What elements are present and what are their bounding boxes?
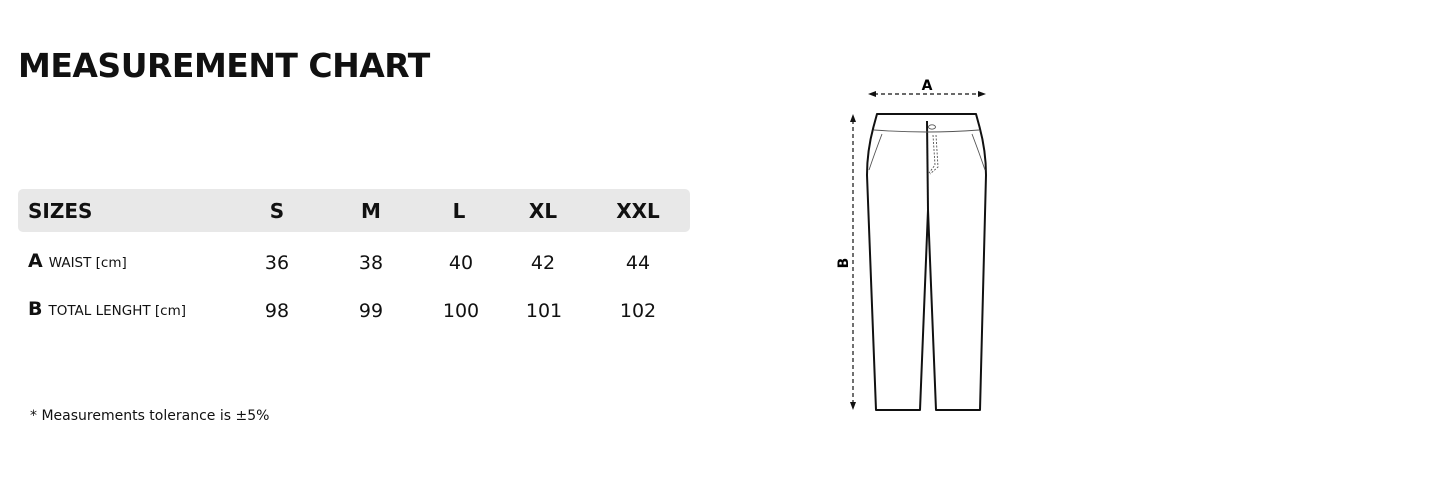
header-size-xl: XL — [528, 199, 558, 223]
table-cell: 36 — [264, 252, 290, 274]
table-cell: 40 — [448, 252, 474, 274]
tolerance-note: * Measurements tolerance is ±5% — [30, 408, 270, 424]
label-a: A — [922, 78, 933, 94]
table-cell: 99 — [358, 300, 384, 322]
table-cell: 102 — [619, 300, 657, 322]
table-cell: 44 — [625, 252, 651, 274]
table-cell: 101 — [525, 300, 563, 322]
label-b: B — [836, 258, 852, 269]
header-size-l: L — [452, 199, 466, 223]
header-sizes: SIZES — [28, 199, 93, 223]
table-header-bar — [18, 189, 690, 232]
header-size-xxl: XXL — [616, 199, 660, 223]
table-cell: 98 — [264, 300, 290, 322]
dimension-lines — [852, 93, 980, 404]
table-cell: 38 — [358, 252, 384, 274]
header-size-m: M — [361, 199, 381, 223]
header-size-s: S — [269, 199, 285, 223]
table-cell: 42 — [530, 252, 556, 274]
page-title: MEASUREMENT CHART — [18, 46, 430, 85]
pants-details — [868, 124, 986, 175]
table-cell: 100 — [442, 300, 480, 322]
arrow-icons — [850, 91, 986, 410]
pants-outline — [866, 113, 987, 411]
